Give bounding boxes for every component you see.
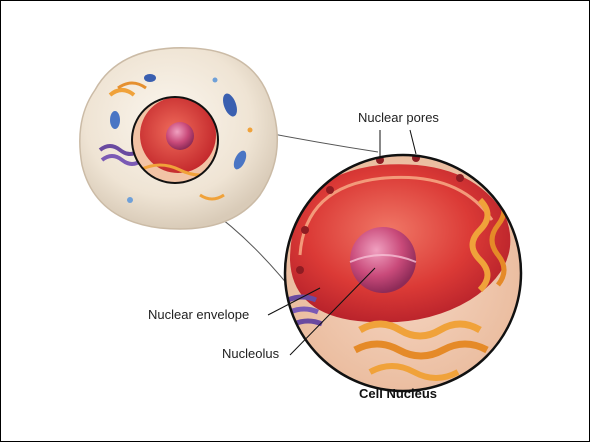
label-nuclear-envelope: Nuclear envelope xyxy=(148,307,249,322)
leader-pores-2 xyxy=(410,130,416,154)
label-nuclear-pores: Nuclear pores xyxy=(358,110,439,125)
caption-cell-nucleus: Cell Nucleus xyxy=(359,386,437,401)
label-nucleolus: Nucleolus xyxy=(222,346,279,361)
zoomed-nucleus xyxy=(280,150,530,400)
